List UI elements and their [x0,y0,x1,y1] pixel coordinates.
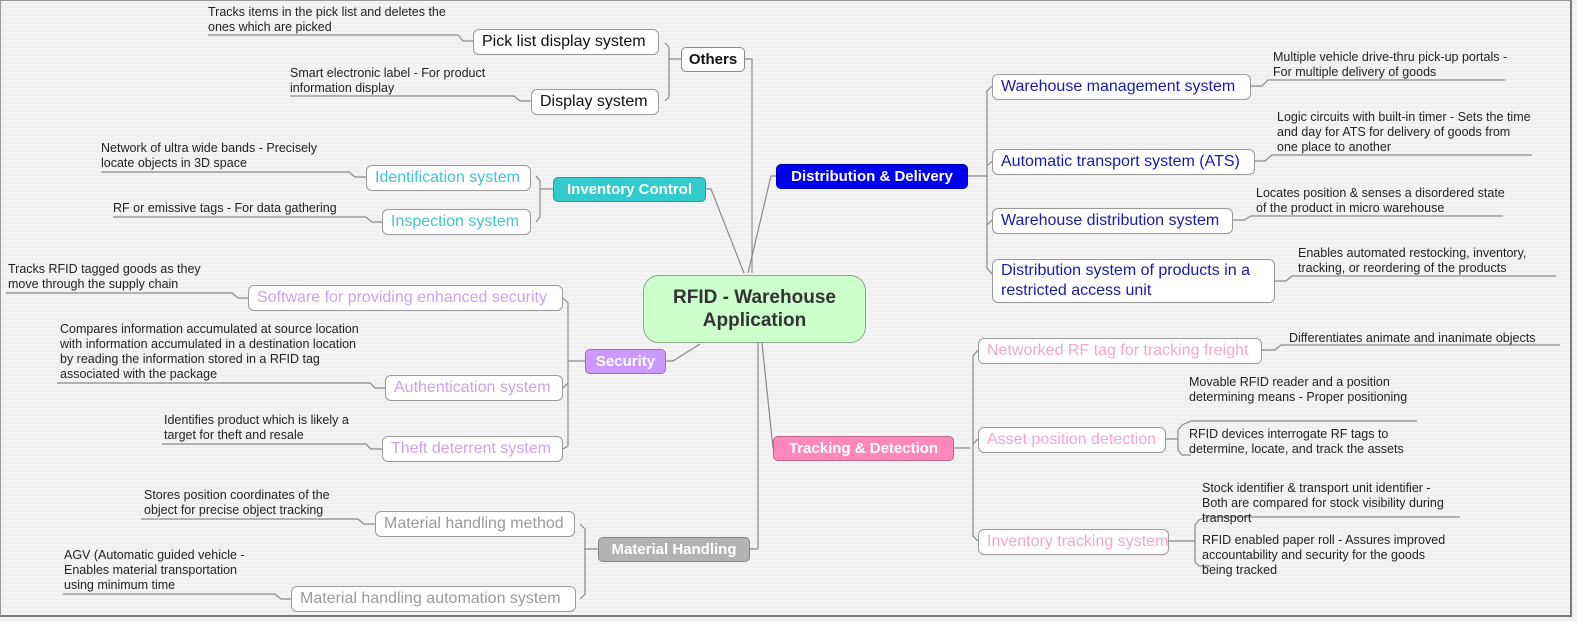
topic-label: Display system [540,93,648,110]
note-inventory-tracking-system-1: Stock identifier & transport unit identi… [1202,481,1444,525]
category-security[interactable]: Security [585,349,666,374]
category-inventory-control[interactable]: Inventory Control [553,177,706,202]
link-theft-note [162,443,382,450]
topic-label: Software for providing enhanced security [257,289,547,306]
topic-label: Inventory tracking system [987,533,1169,550]
category-label: Security [595,353,656,370]
topic-label: Asset position detection [987,431,1156,448]
note-distribution-restricted-access: Enables automated restocking, inventory,… [1298,246,1527,275]
topic-label: Material handling method [384,515,564,532]
topic-networked-rf-tag[interactable]: Networked RF tag for tracking freight [978,338,1262,364]
topic-label: Warehouse management system [1001,78,1236,95]
note-automatic-transport-system: Logic circuits with built-in timer - Set… [1277,110,1531,154]
note-inventory-tracking-system-2: RFID enabled paper roll - Assures improv… [1202,533,1446,577]
category-label: Inventory Control [566,181,692,198]
link-mhas-note [63,593,291,600]
note-asset-position-detection-2: RFID devices interrogate RF tags to dete… [1189,427,1404,456]
category-others[interactable]: Others [681,47,745,72]
link-display-note [290,95,531,102]
link-distribution-children [968,85,993,275]
link-ats-note [1255,154,1532,162]
topic-authentication-system[interactable]: Authentication system [385,375,563,401]
link-wds-note [1233,215,1503,221]
link-root-tracking [761,342,779,449]
link-pick-note [208,34,473,42]
note-inspection-system: RF or emissive tags - For data gathering [113,201,337,215]
note-software-enhanced-security: Tracks RFID tagged goods as they move th… [8,262,201,291]
link-root-material [750,343,759,550]
topic-label: Inspection system [391,213,520,230]
topic-label: Material handling automation system [300,590,561,607]
topic-warehouse-management-system[interactable]: Warehouse management system [992,74,1251,100]
link-its-note [1169,516,1460,567]
topic-label: Distribution system of products in a res… [1001,262,1250,299]
topic-label: Identification system [375,169,520,186]
note-display-system: Smart electronic label - For product inf… [290,66,486,95]
topic-automatic-transport-system[interactable]: Automatic transport system (ATS) [992,149,1255,175]
note-theft-deterrent-system: Identifies product which is likely a tar… [164,413,349,442]
topic-label: Warehouse distribution system [1001,212,1220,229]
link-auth-note [57,382,385,389]
note-material-handling-method: Stores position coordinates of the objec… [144,488,330,517]
topic-inspection-system[interactable]: Inspection system [382,209,531,235]
topic-material-handling-method[interactable]: Material handling method [375,511,575,537]
link-mhm-note [141,518,375,525]
topic-distribution-restricted-access[interactable]: Distribution system of products in a res… [992,259,1275,303]
topic-asset-position-detection[interactable]: Asset position detection [978,427,1166,453]
category-label: Tracking & Detection [788,440,939,457]
note-asset-position-detection-1: Movable RFID reader and a position deter… [1189,375,1408,404]
category-distribution-delivery[interactable]: Distribution & Delivery [776,164,968,189]
category-label: Distribution & Delivery [791,168,953,185]
link-inventory-children [535,175,553,223]
topic-pick-list-display-system[interactable]: Pick list display system [473,29,659,55]
topic-display-system[interactable]: Display system [531,89,659,115]
note-identification-system: Network of ultra wide bands - Precisely … [101,141,318,170]
link-root-others [745,58,753,273]
category-label: Others [688,51,738,68]
note-authentication-system: Compares information accumulated at sour… [60,322,359,381]
root-title: RFID - Warehouse Application [673,287,836,331]
category-material-handling[interactable]: Material Handling [598,537,750,562]
link-wms-note [1251,79,1505,87]
note-pick-list: Tracks items in the pick list and delete… [208,5,446,34]
topic-label: Theft deterrent system [391,440,552,457]
link-root-security [666,343,701,362]
link-tracking-children [954,349,979,542]
root-node[interactable]: RFID - Warehouse Application [643,275,866,343]
topic-identification-system[interactable]: Identification system [366,165,531,191]
topic-warehouse-distribution-system[interactable]: Warehouse distribution system [992,208,1233,234]
category-label: Material Handling [611,541,737,558]
link-root-inventory [706,188,745,274]
link-software-note [6,292,248,299]
category-tracking-detection[interactable]: Tracking & Detection [773,436,954,461]
link-others-children [664,42,681,102]
topic-theft-deterrent-system[interactable]: Theft deterrent system [382,436,563,462]
topic-label: Authentication system [394,379,551,396]
link-material-children [579,523,598,600]
topic-material-handling-automation[interactable]: Material handling automation system [291,586,576,612]
link-ident-note [101,171,366,178]
link-nrf-note [1262,344,1560,351]
note-material-handling-automation: AGV (Automatic guided vehicle - Enables … [64,548,245,592]
topic-label: Automatic transport system (ATS) [1001,153,1240,170]
link-apd-note [1166,420,1417,456]
link-root-distribution [747,175,776,274]
note-warehouse-distribution-system: Locates position & senses a disordered s… [1256,186,1505,215]
topic-software-enhanced-security[interactable]: Software for providing enhanced security [248,285,563,311]
link-insp-note [113,216,382,223]
topic-inventory-tracking-system[interactable]: Inventory tracking system [978,529,1169,555]
topic-label: Pick list display system [482,33,646,50]
note-warehouse-management-system: Multiple vehicle drive-thru pick-up port… [1273,50,1508,79]
link-dsp-note [1275,275,1556,282]
topic-label: Networked RF tag for tracking freight [987,342,1249,359]
link-security-children [562,297,585,450]
note-networked-rf-tag: Differentiates animate and inanimate obj… [1289,331,1536,345]
